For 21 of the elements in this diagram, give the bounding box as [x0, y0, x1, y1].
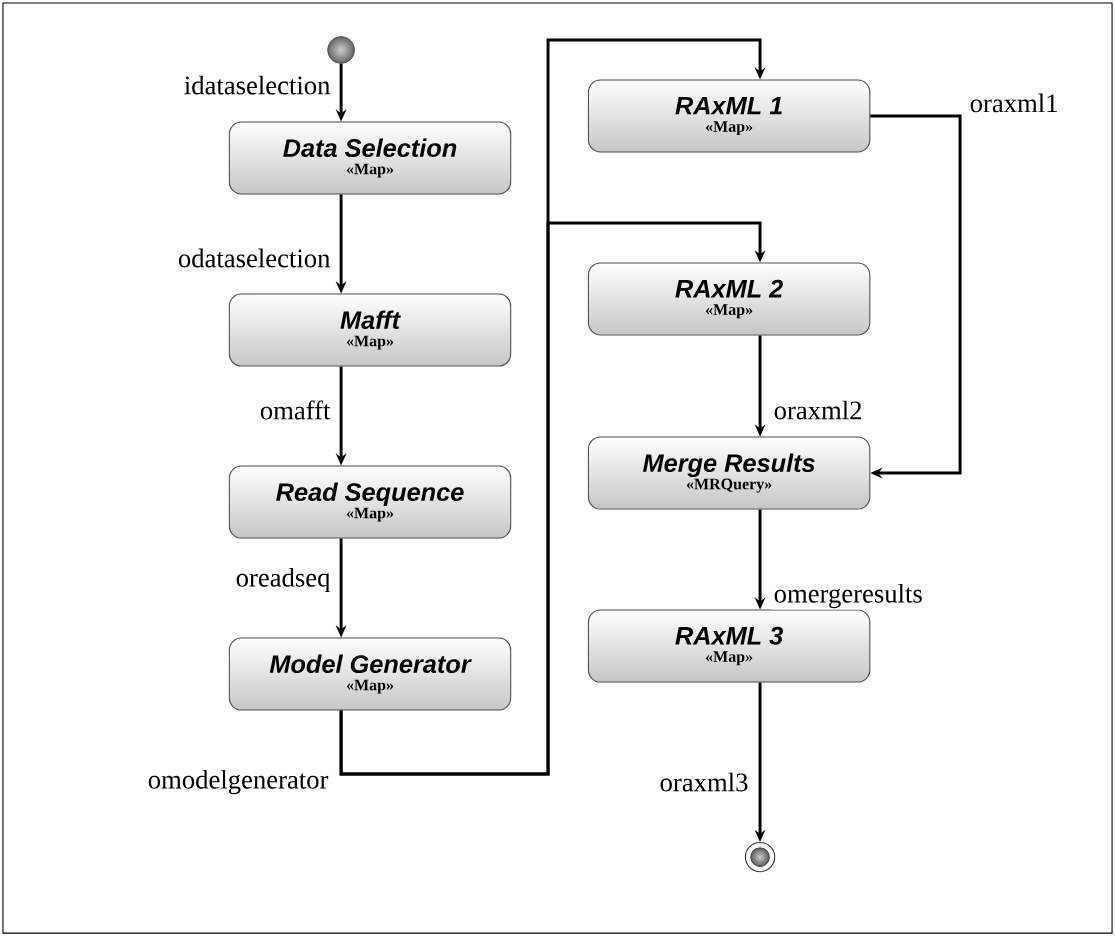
edge-label: odataselection — [176, 247, 332, 269]
action-box: Mafft «Map» — [228, 293, 512, 367]
edge-label: oraxml1 — [968, 92, 1060, 114]
action-box: RAxML 2 «Map» — [587, 262, 871, 336]
action-box: Model Generator «Map» — [228, 637, 512, 711]
edge-label: oraxml3 — [658, 771, 750, 793]
edge-label: omodelgenerator — [146, 768, 330, 796]
edge-label: oraxml2 — [772, 399, 864, 421]
start-node — [327, 36, 355, 64]
edge-label: omafft — [258, 399, 332, 421]
edge-label: omergeresults — [772, 582, 925, 610]
end-node — [744, 841, 776, 873]
action-box: Merge Results «MRQuery» — [587, 436, 871, 510]
action-box: Read Sequence «Map» — [228, 465, 512, 539]
arrow — [339, 221, 766, 776]
edge-label: oreadseq — [234, 566, 332, 594]
arrow — [870, 114, 962, 479]
action-box: RAxML 1 «Map» — [587, 79, 871, 153]
action-box: RAxML 3 «Map» — [587, 609, 871, 683]
edge-label: idataselection — [182, 74, 332, 96]
action-box: Data Selection «Map» — [228, 121, 512, 195]
